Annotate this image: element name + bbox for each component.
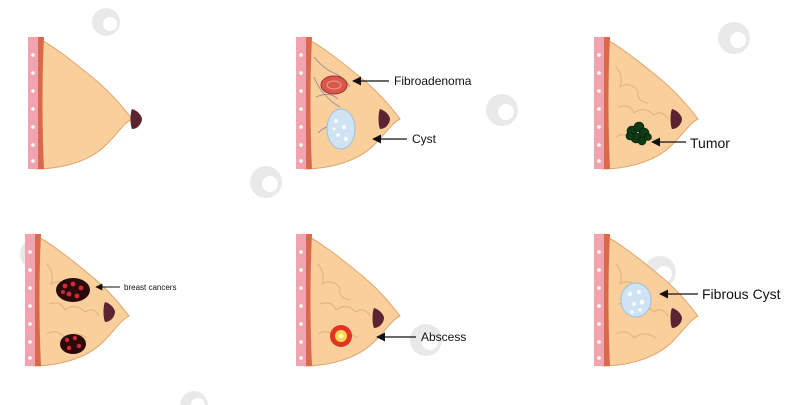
panel-fibrous-cyst (593, 233, 699, 367)
cancer-mass-lower (60, 334, 86, 354)
label-tumor: Tumor (690, 135, 730, 151)
cyst-mass (326, 108, 356, 150)
label-fibrous-cyst: Fibrous Cyst (702, 286, 781, 302)
panel-abscess (295, 233, 401, 367)
watermark-logo-icon (92, 8, 120, 36)
panel-normal (27, 36, 142, 170)
watermark-logo-icon (486, 94, 518, 126)
label-abscess: Abscess (421, 330, 466, 344)
watermark-logo-icon (410, 324, 442, 356)
panel-breast-cancers (24, 233, 130, 367)
nipple (130, 109, 142, 129)
cancer-mass-upper (56, 278, 90, 302)
abscess-mass (330, 325, 352, 347)
watermark-logo-icon (718, 22, 750, 54)
watermark-logo-icon (180, 391, 208, 405)
label-cyst: Cyst (412, 132, 437, 146)
panel-tumor (593, 36, 699, 170)
fibroadenoma-mass (320, 75, 348, 95)
label-breast-cancers: breast cancers (124, 283, 176, 292)
watermark-logo-icon (250, 166, 282, 198)
label-fibroadenoma: Fibroadenoma (394, 74, 472, 88)
panel-fibroadenoma-cyst (295, 36, 401, 170)
fibrous-cyst-mass (620, 282, 652, 318)
tumor-mass (625, 121, 652, 146)
